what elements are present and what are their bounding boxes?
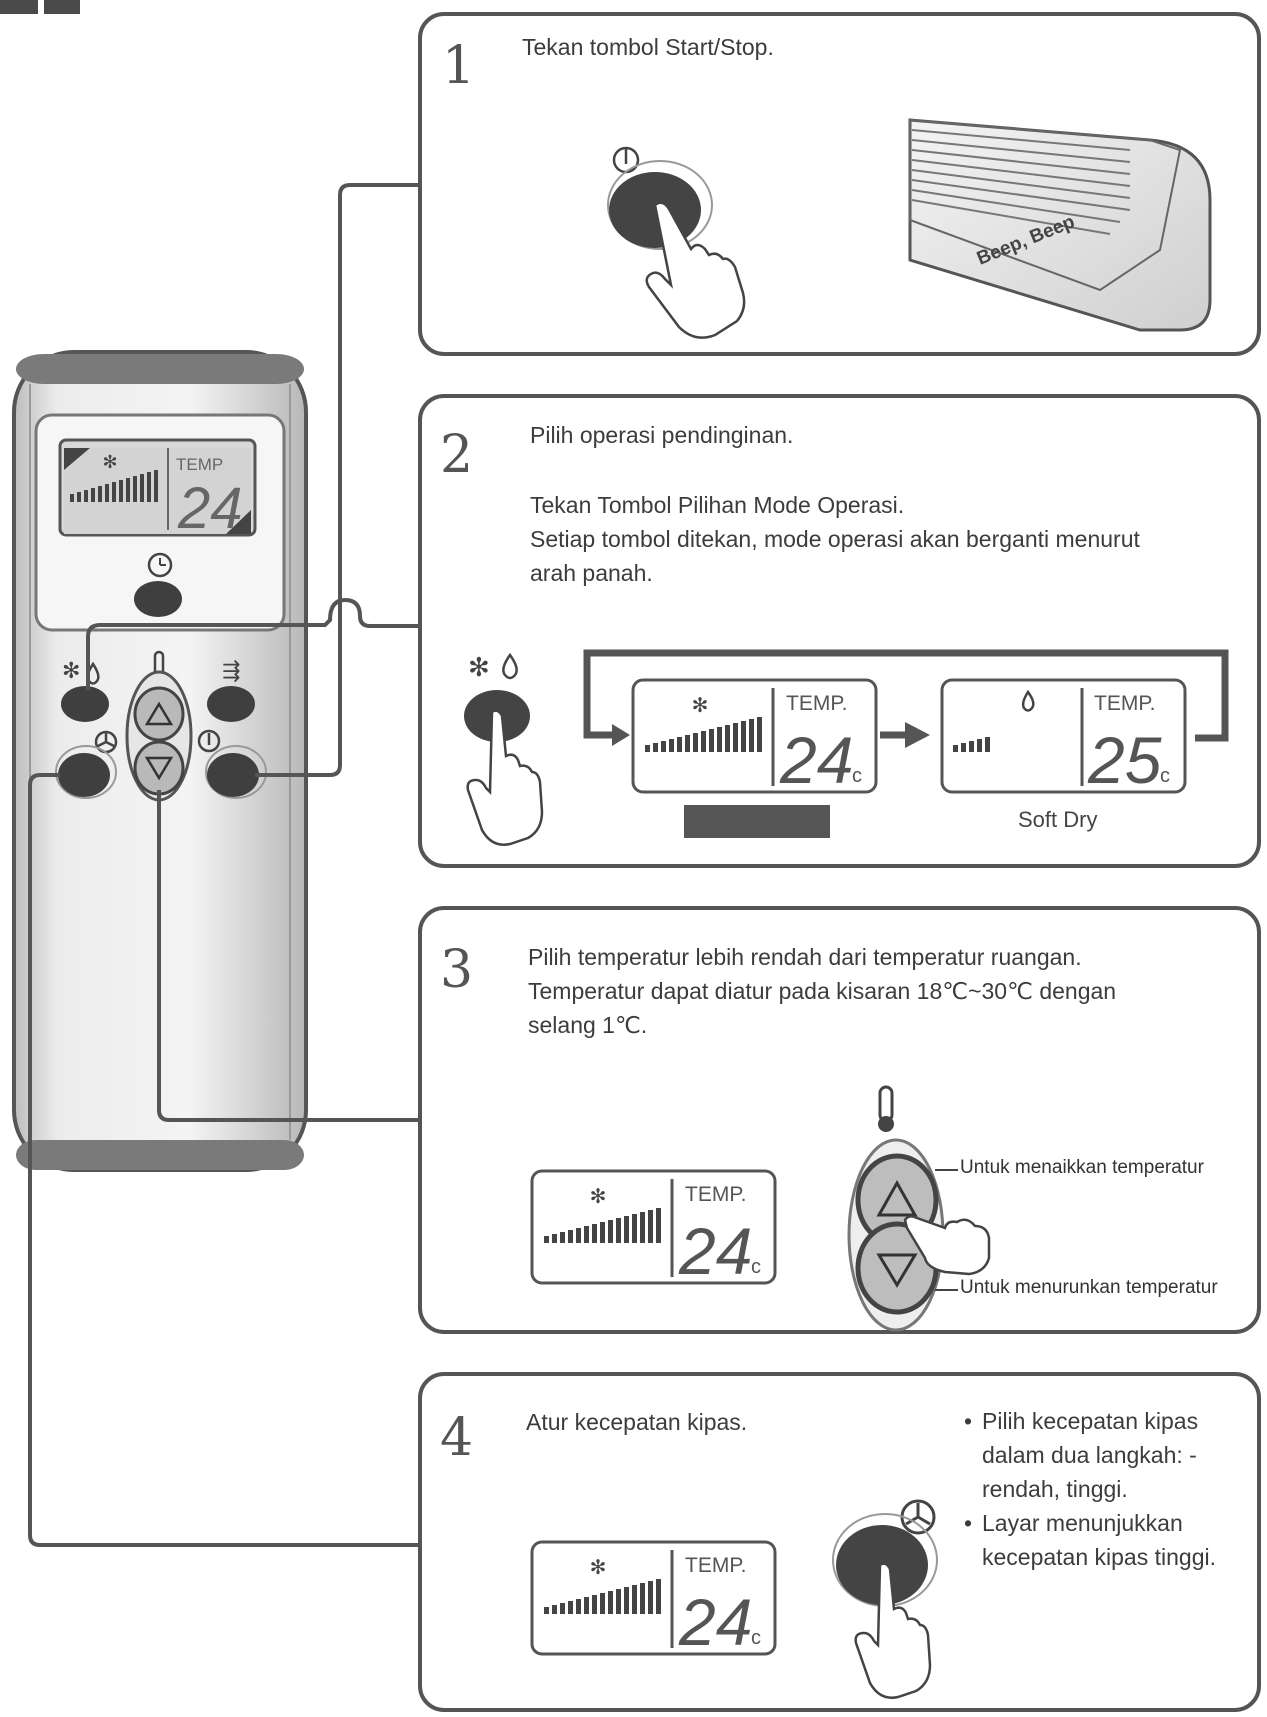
lcd-temp-label: TEMP. xyxy=(1094,692,1155,715)
step-4-text: Atur kecepatan kipas. xyxy=(526,1409,748,1435)
step-1-text: Tekan tombol Start/Stop. xyxy=(522,34,774,60)
svg-text:✻: ✻ xyxy=(590,1186,607,1208)
remote-temp-readout: 24 xyxy=(177,476,243,541)
lcd-temp-label: TEMP. xyxy=(685,1554,746,1577)
step-3-line-1: Pilih temperatur lebih rendah dari tempe… xyxy=(528,944,1082,970)
step-1-number: 1 xyxy=(442,36,476,96)
corner-mark xyxy=(0,0,82,14)
mode-cycle-arrow xyxy=(583,649,1229,748)
lcd-unit: c xyxy=(751,1256,761,1278)
soft-dry-label: Soft Dry xyxy=(1018,807,1098,832)
lcd-cooling-mode: ✻ TEMP. 24 c xyxy=(631,678,878,797)
svg-text:⇶: ⇶ xyxy=(222,658,240,683)
svg-text:✻: ✻ xyxy=(590,1557,607,1579)
lcd-temp-label: TEMP. xyxy=(685,1183,746,1206)
fan-speed-button[interactable] xyxy=(58,753,110,797)
step-2-line-1: Pilih operasi pendinginan. xyxy=(530,422,794,448)
connector-lines xyxy=(28,183,418,1547)
fan-note-2: Layar menunjukkan kecepatan kipas tinggi… xyxy=(964,1506,1239,1574)
fan-speed-notes: Pilih kecepatan kipas dalam dua langkah:… xyxy=(964,1404,1239,1574)
remote-control: ✻ TEMP 24 ✻ ⇶ xyxy=(12,350,308,1172)
timer-button[interactable] xyxy=(134,581,182,617)
lcd-step-3: ✻ TEMP. 24 c xyxy=(530,1169,777,1288)
step-3-number: 3 xyxy=(440,940,474,1000)
temp-down-button[interactable] xyxy=(133,740,185,796)
start-stop-press-illustration xyxy=(607,146,746,339)
lcd-temp-label: TEMP. xyxy=(786,692,847,715)
lcd-soft-dry-mode: TEMP. 25 c xyxy=(940,678,1187,797)
fan-note-1: Pilih kecepatan kipas dalam dua langkah:… xyxy=(964,1404,1239,1506)
air-conditioner-unit: Beep, Beep xyxy=(908,118,1212,332)
svg-text:✻: ✻ xyxy=(102,452,117,472)
step-2-number: 2 xyxy=(440,425,474,485)
lcd-unit: c xyxy=(1160,765,1170,787)
callout-temp-up: Untuk menaikkan temperatur xyxy=(960,1157,1204,1178)
lcd-temp-value: 24 xyxy=(678,1214,752,1288)
lcd-unit: c xyxy=(852,765,862,787)
lcd-step-4: ✻ TEMP. 24 c xyxy=(530,1540,777,1659)
lcd-temp-value: 25 xyxy=(1087,723,1162,797)
temp-up-button[interactable] xyxy=(133,686,185,742)
step-2-line-2: Tekan Tombol Pilihan Mode Operasi. xyxy=(530,492,905,518)
remote-temp-label: TEMP xyxy=(176,455,223,474)
swing-button[interactable] xyxy=(207,686,255,722)
svg-text:✻: ✻ xyxy=(62,658,80,683)
svg-text:✻: ✻ xyxy=(468,652,490,682)
lcd-temp-value: 24 xyxy=(779,723,853,797)
mode-button[interactable] xyxy=(61,686,109,722)
step-3-line-3: selang 1℃. xyxy=(528,1012,648,1038)
lcd-temp-value: 24 xyxy=(678,1585,752,1659)
mode-press-illustration: ✻ xyxy=(464,652,544,846)
callout-temp-down: Untuk menurunkan temperatur xyxy=(960,1277,1218,1298)
start-stop-button[interactable] xyxy=(207,753,259,797)
temp-adjust-illustration xyxy=(847,1085,991,1332)
cooling-label-bar xyxy=(684,805,830,838)
svg-text:✻: ✻ xyxy=(692,695,709,717)
step-2-line-4: arah panah. xyxy=(530,560,653,586)
step-4-number: 4 xyxy=(440,1408,474,1468)
step-3-line-2: Temperatur dapat diatur pada kisaran 18℃… xyxy=(528,978,1117,1004)
lcd-unit: c xyxy=(751,1627,761,1649)
step-2-line-3: Setiap tombol ditekan, mode operasi akan… xyxy=(530,526,1140,552)
fan-press-illustration xyxy=(832,1499,938,1699)
